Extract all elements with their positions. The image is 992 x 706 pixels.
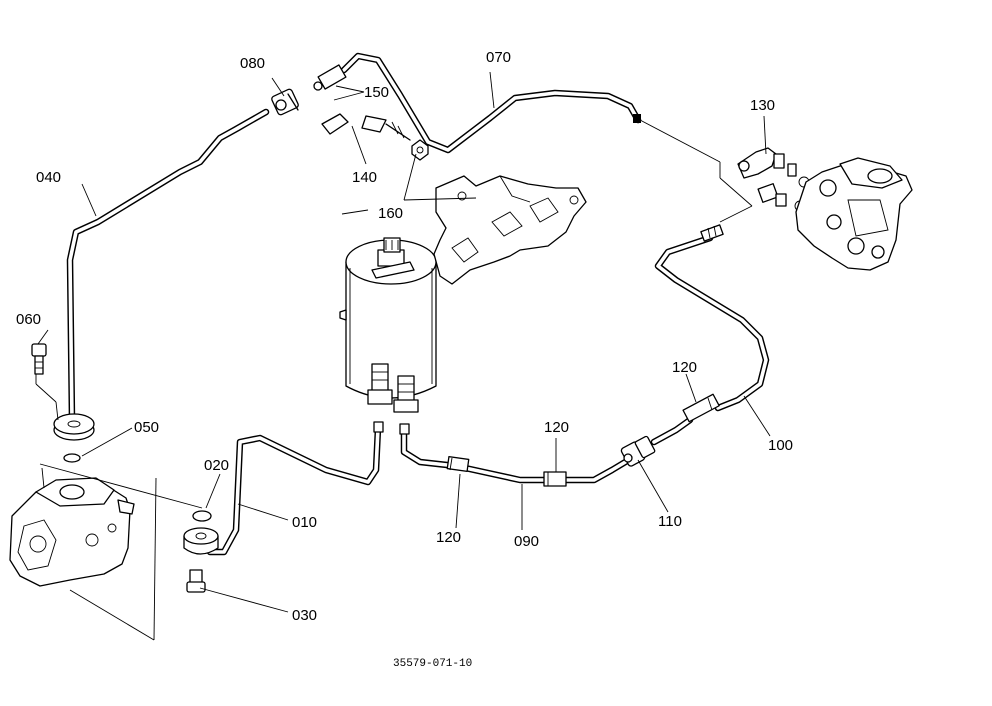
callout-030: 030 [292,607,317,624]
callout-050: 050 [134,419,159,436]
callout-070: 070 [486,49,511,66]
feed-pump [9,477,135,587]
elbow-fitting-130[interactable] [737,147,810,212]
pipe-end-cap [373,421,384,433]
callout-120: 120 [436,529,461,546]
callout-150: 150 [364,84,389,101]
callout-080: 080 [240,55,265,72]
clamp-140[interactable] [321,113,411,141]
injection-pump [795,157,913,271]
callout-160: 160 [378,205,403,222]
fuel-filter-tank[interactable] [339,237,437,399]
callout-120: 120 [672,359,697,376]
washer-050[interactable] [63,453,81,463]
fitting-union-110[interactable] [620,435,656,467]
pipe-090[interactable] [400,426,636,484]
fitting-150[interactable] [313,64,347,91]
callout-140: 140 [352,169,377,186]
intake-manifold [433,175,587,285]
callout-100: 100 [768,437,793,454]
hose-sleeve-120[interactable] [543,471,567,487]
callout-020: 020 [204,457,229,474]
bolt-030[interactable] [186,569,206,593]
callout-090: 090 [514,533,539,550]
callout-120: 120 [544,419,569,436]
fitting-nut-080[interactable] [271,88,299,116]
bolt-060[interactable] [31,343,47,375]
pipe-070[interactable] [340,52,642,154]
pipe-040[interactable] [66,108,270,424]
callout-060: 060 [16,311,41,328]
pipe-010[interactable] [206,424,382,556]
banjo-fitting-010[interactable] [183,527,219,555]
leader-lines [35,71,771,641]
filter-bottom-fitting[interactable] [367,363,393,405]
hose-sleeve-120[interactable] [682,393,720,423]
callout-010: 010 [292,514,317,531]
banjo-fitting-050[interactable] [53,413,95,441]
callout-110: 110 [658,513,682,530]
pipe-end-cap [633,114,641,123]
pipe-100-inner[interactable] [650,416,694,446]
o-ring-020[interactable] [192,510,212,522]
fitting-100-end[interactable] [700,224,724,242]
pipe-100[interactable] [654,234,770,412]
callout-040: 040 [36,169,61,186]
callout-130: 130 [750,97,775,114]
filter-bottom-fitting[interactable] [393,375,419,413]
pipe-end-cap [399,423,410,435]
hose-sleeve-120[interactable] [446,456,470,472]
drawing-code: 35579-071-10 [393,658,472,670]
